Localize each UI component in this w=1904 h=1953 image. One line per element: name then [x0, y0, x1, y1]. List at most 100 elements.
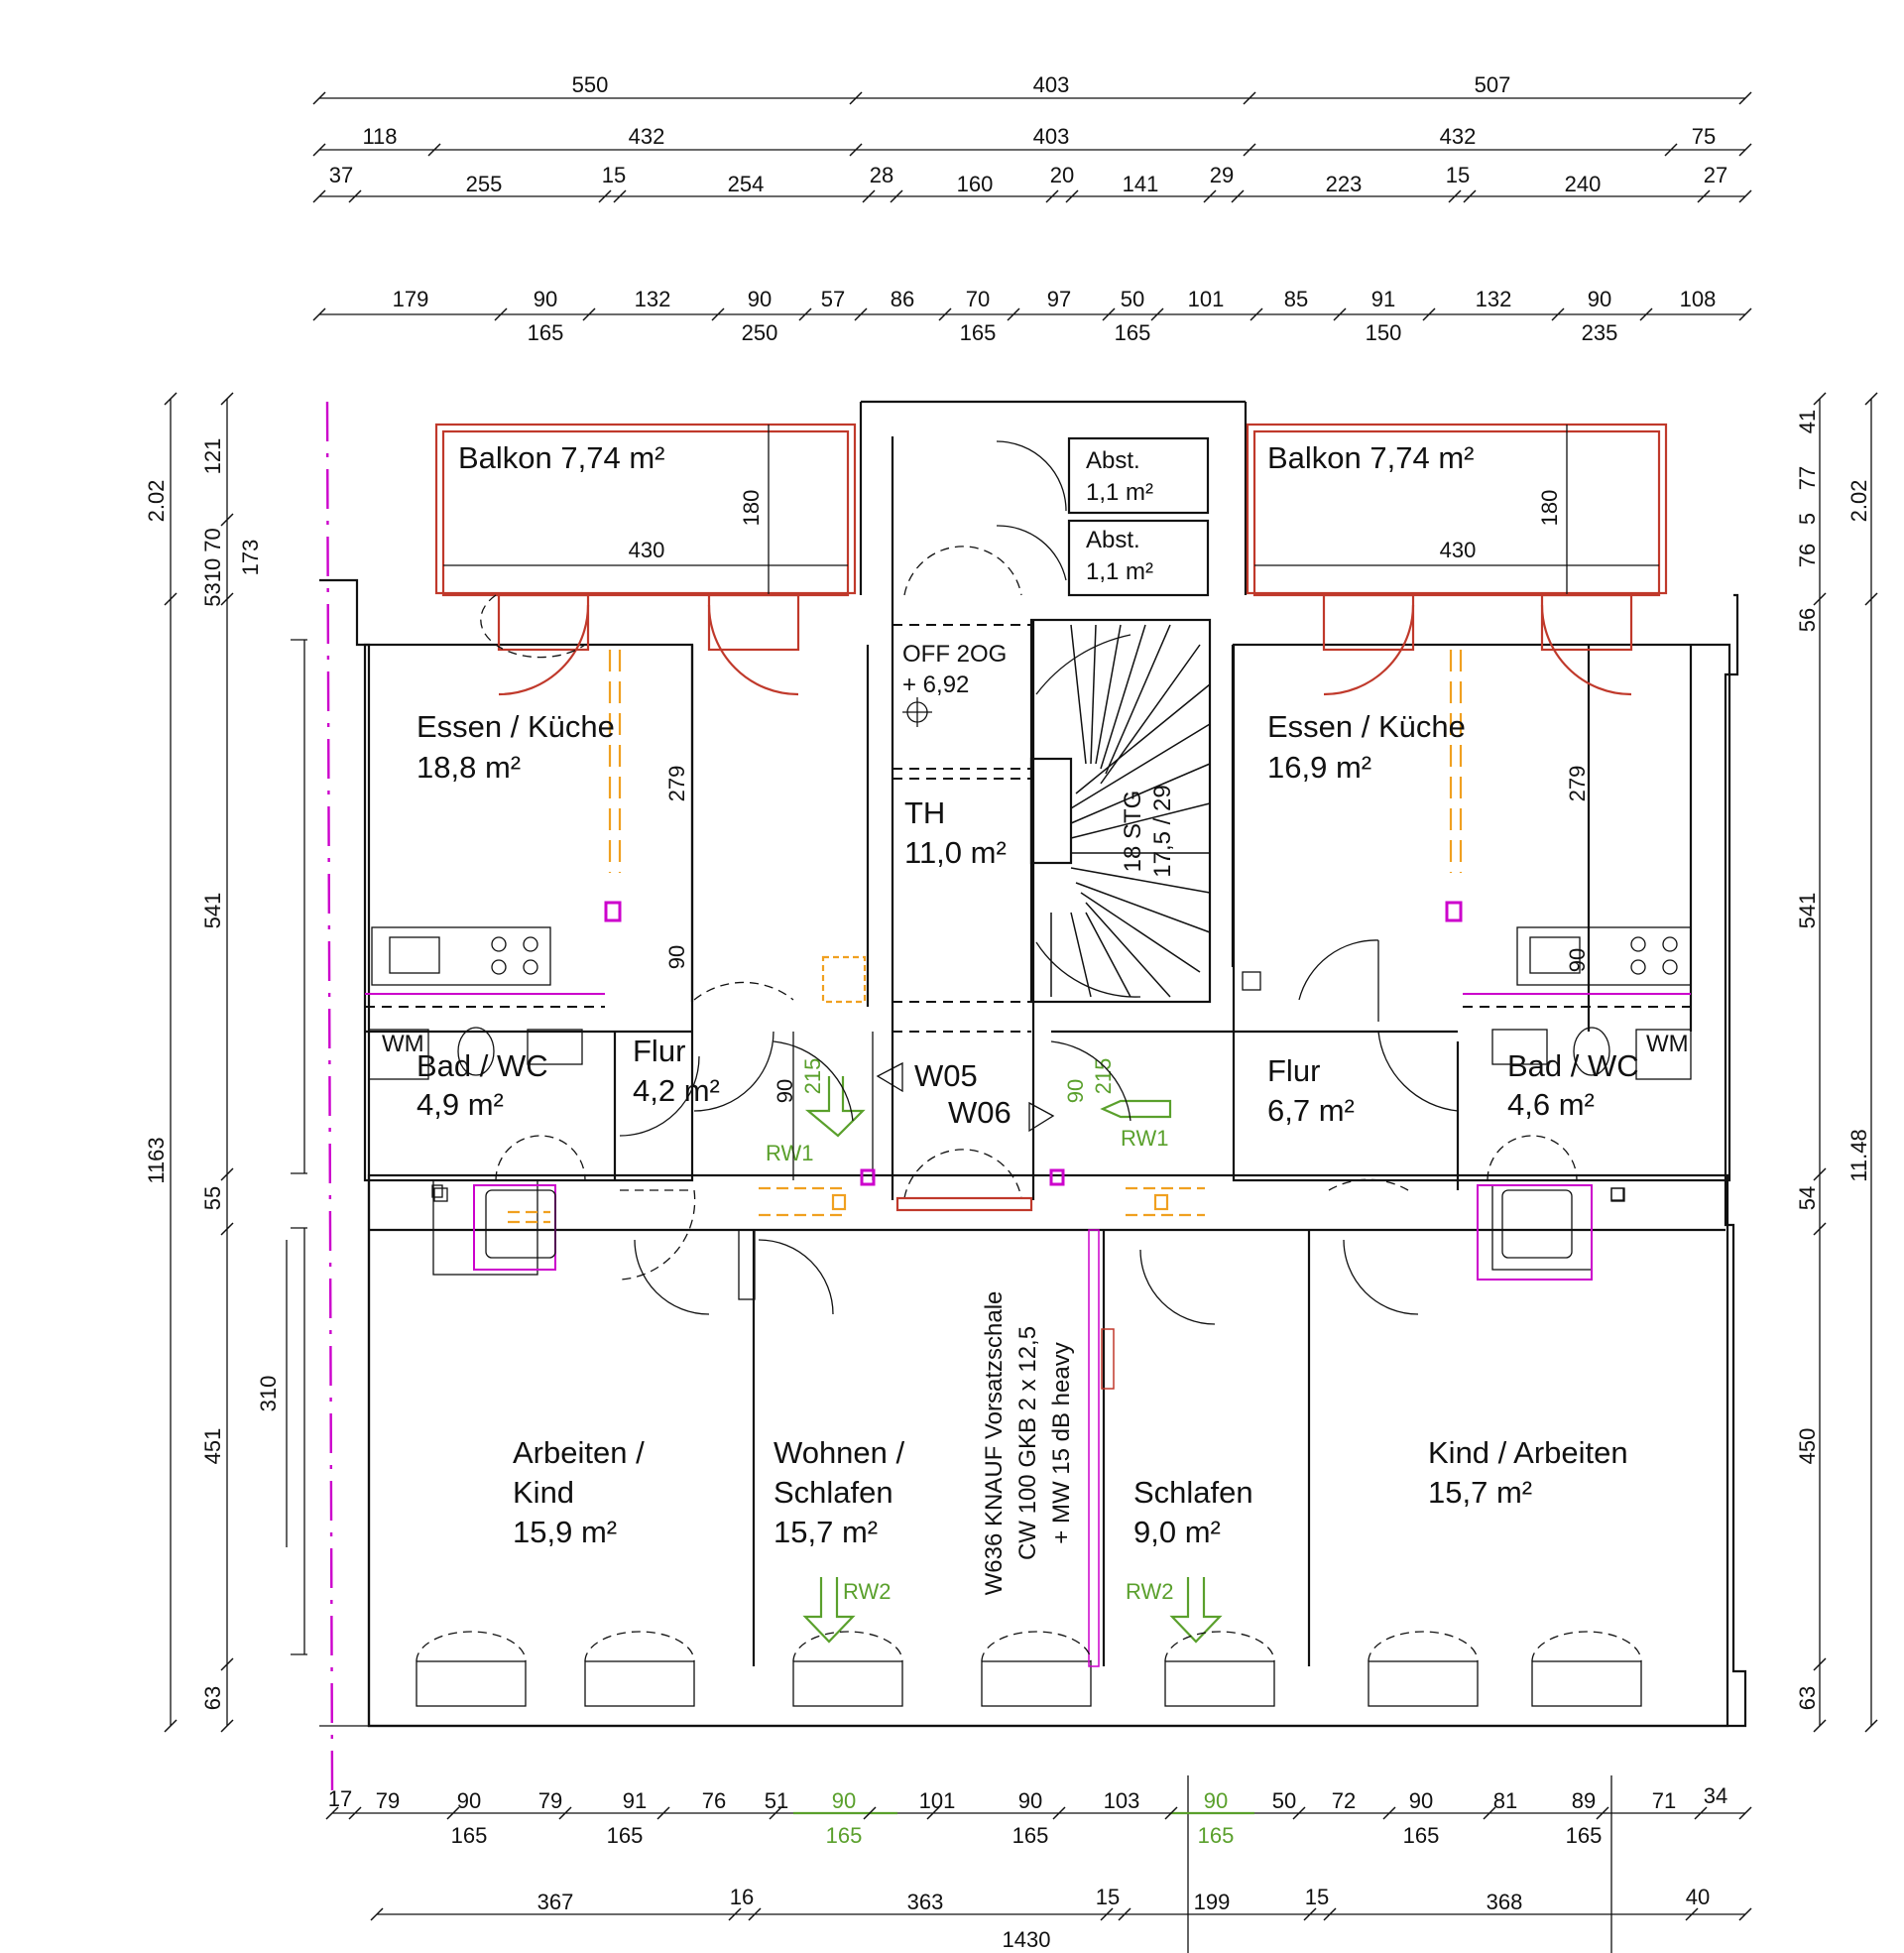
dim-left-outer: 2.02	[144, 480, 169, 523]
balcony-left-label: Balkon 7,74 m²	[458, 440, 665, 475]
dim-top-4: 108	[1680, 287, 1717, 311]
dim-top-4: 50	[1121, 287, 1144, 311]
dimension-chains-bottom: 17 79 90 79 91 76 51 90 101 90 103 90 50…	[325, 1775, 1752, 1953]
dim-top-4: 90	[1588, 287, 1611, 311]
living-rw: RW2	[843, 1579, 892, 1604]
dim-bottom-1: 103	[1104, 1788, 1140, 1813]
dim-right-inner: 54	[1795, 1186, 1820, 1210]
bedroom-rw: RW2	[1126, 1579, 1174, 1604]
dim-bottom-1-lower: 165	[1012, 1823, 1049, 1848]
dim-top-3: 28	[870, 163, 893, 187]
dim-top-3: 160	[957, 172, 994, 196]
dim-right-outer: 11.48	[1846, 1129, 1871, 1181]
dim-left-inner: 541	[200, 893, 225, 929]
dim-top-4-lower: 250	[742, 320, 778, 345]
washing-machine-right: WM	[1646, 1031, 1689, 1057]
door-right-width: 90	[1063, 1079, 1088, 1103]
balcony-left-width: 430	[629, 538, 665, 562]
dim-bottom-2: 367	[537, 1890, 574, 1914]
storage-2-label: Abst.	[1086, 527, 1140, 553]
dim-bottom-1-lower: 165	[1198, 1823, 1235, 1848]
kitchen-left-dim-a: 279	[664, 766, 689, 802]
balcony-left: Balkon 7,74 m² 430 180	[434, 423, 857, 597]
dim-bottom-1: 34	[1704, 1783, 1727, 1808]
dim-bottom-1: 89	[1572, 1788, 1596, 1813]
balcony-right-width: 430	[1440, 538, 1477, 562]
hall-right-label: Flur	[1267, 1053, 1320, 1088]
dim-top-2: 432	[629, 124, 665, 149]
hall-right-area: 6,7 m²	[1267, 1093, 1355, 1128]
bedroom-area: 9,0 m²	[1133, 1515, 1221, 1549]
dim-left-inner: 55	[200, 1186, 225, 1210]
door-left-rw: RW1	[766, 1141, 814, 1165]
dim-left-inner: 121	[200, 438, 225, 475]
door-w06-label: W06	[948, 1095, 1012, 1130]
dim-top-4: 91	[1371, 287, 1395, 311]
dim-top-3: 240	[1565, 172, 1602, 196]
storage-1-label: Abst.	[1086, 447, 1140, 474]
dim-top-1: 507	[1475, 72, 1511, 97]
dim-bottom-1-lower: 165	[826, 1823, 863, 1848]
dim-top-2: 403	[1033, 124, 1070, 149]
balcony-right-depth: 180	[1537, 490, 1562, 527]
dim-bottom-1: 90	[1204, 1788, 1228, 1813]
dim-bottom-1: 90	[457, 1788, 481, 1813]
kitchen-right-area: 16,9 m²	[1267, 750, 1371, 785]
walls	[319, 400, 1747, 1728]
dim-top-3: 255	[466, 172, 503, 196]
dim-top-1: 550	[572, 72, 609, 97]
chimney-right-icon	[1610, 1187, 1625, 1202]
kitchen-right-dim-b: 90	[1565, 948, 1590, 972]
dim-top-4: 90	[534, 287, 557, 311]
balcony-right: Balkon 7,74 m² 430 180	[1246, 423, 1668, 597]
wall-note-line-3: + MW 15 dB heavy	[1048, 1342, 1075, 1543]
door-left-height: 215	[800, 1058, 825, 1095]
dim-bottom-1: 79	[376, 1788, 400, 1813]
chimney-left-icon	[433, 1187, 448, 1202]
dim-right-inner: 77	[1795, 466, 1820, 490]
bath-right-label: Bad / WC	[1507, 1048, 1639, 1083]
dim-top-4: 101	[1188, 287, 1225, 311]
dim-bottom-2: 40	[1686, 1885, 1710, 1909]
window-openings	[416, 594, 1642, 1662]
kids-room-label: Kind / Arbeiten	[1428, 1435, 1628, 1470]
dim-bottom-1-lower: 165	[1403, 1823, 1440, 1848]
dim-bottom-total: 1430	[1003, 1927, 1051, 1952]
dim-left-inner: 63	[200, 1686, 225, 1710]
dim-bottom-2: 368	[1487, 1890, 1523, 1914]
dim-bottom-1: 76	[702, 1788, 726, 1813]
stair-steps: 18 STG	[1120, 791, 1146, 873]
dim-bottom-1-lower: 165	[451, 1823, 488, 1848]
dim-top-3: 20	[1050, 163, 1074, 187]
dim-bottom-1: 51	[765, 1788, 788, 1813]
dim-top-3: 254	[728, 172, 765, 196]
dim-top-3: 223	[1326, 172, 1363, 196]
dim-top-2: 118	[362, 124, 397, 149]
balcony-left-depth: 180	[739, 490, 764, 527]
dim-top-3: 15	[1446, 163, 1470, 187]
dim-top-4: 97	[1047, 287, 1071, 311]
dim-top-4-lower: 165	[960, 320, 997, 345]
dim-top-4: 132	[1476, 287, 1512, 311]
dim-top-3: 27	[1704, 163, 1727, 187]
dim-left-inner: 5310 70	[200, 528, 225, 607]
door-w05-label: W05	[914, 1058, 978, 1093]
kids-room-area: 15,7 m²	[1428, 1475, 1532, 1510]
dim-right-inner: 450	[1795, 1428, 1820, 1465]
dimension-chains-right: 41 77 5 76 56 541 54 450 63 2.02 11.48	[1795, 392, 1878, 1733]
stairwell: 18 STG 17,5 / 29 OFF 2OG + 6,92 TH 11,0 …	[876, 546, 1212, 1212]
dim-right-inner: 41	[1795, 410, 1820, 433]
dim-top-4-lower: 150	[1366, 320, 1402, 345]
dim-bottom-1: 50	[1272, 1788, 1296, 1813]
dim-top-3: 37	[329, 163, 353, 187]
living-area: 15,7 m²	[774, 1515, 878, 1549]
living-label-2: Schlafen	[774, 1475, 893, 1510]
flat-left: Essen / Küche 18,8 m² 279 90 WM Bad / WC…	[365, 593, 1115, 1667]
kitchen-left-dim-b: 90	[664, 945, 689, 969]
dim-top-2: 75	[1692, 124, 1716, 149]
study-left-label-1: Arbeiten /	[513, 1435, 645, 1470]
dim-top-4: 86	[891, 287, 914, 311]
dim-bottom-1: 81	[1493, 1788, 1517, 1813]
dim-top-4: 85	[1284, 287, 1308, 311]
dim-bottom-2: 16	[730, 1885, 754, 1909]
